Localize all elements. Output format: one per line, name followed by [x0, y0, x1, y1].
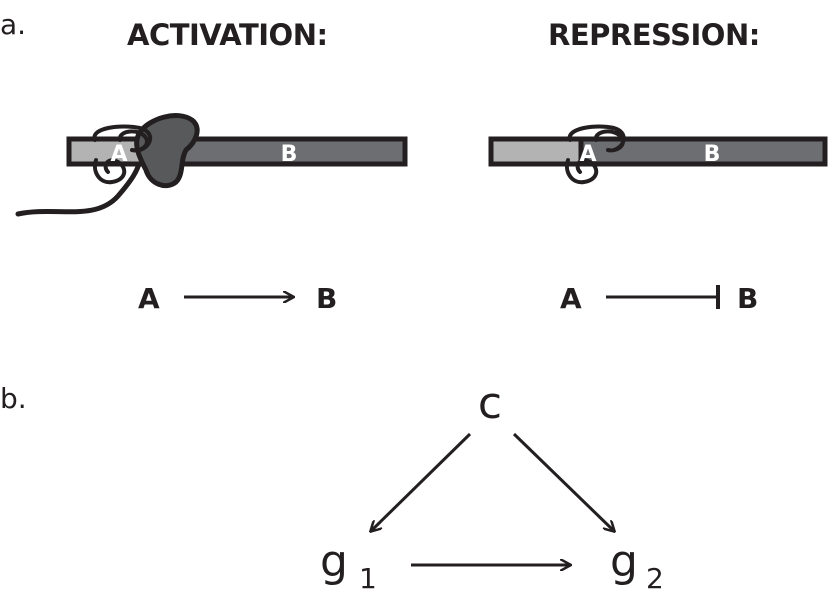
node-g2-base: g [610, 536, 638, 587]
repression-knot [565, 124, 626, 185]
activation-gene-a-label: A [110, 142, 127, 167]
panel-a-label: a. [0, 8, 26, 41]
dna-tail [15, 157, 143, 217]
repression-heading: REPRESSION: [548, 18, 760, 52]
activation-target-label: B [316, 282, 337, 315]
activation-source-label: A [138, 282, 160, 315]
repression-source-label: A [560, 282, 582, 315]
node-g1-sub: 1 [359, 562, 377, 595]
node-c: c [478, 378, 502, 429]
activator-protein [134, 113, 200, 188]
node-g2: g 2 [610, 536, 664, 595]
edge-c-to-g1 [371, 432, 472, 531]
edge-c-to-g2 [512, 432, 614, 531]
repression-gene-b-label: B [704, 142, 721, 167]
panel-b-label: b. [0, 382, 27, 415]
network-diagram: c g 1 g 2 [320, 378, 664, 595]
activation-relation: A B [138, 282, 337, 315]
activation-construct: A B [15, 113, 408, 217]
repression-gene-a-label: A [579, 142, 596, 167]
node-g1: g 1 [320, 536, 377, 595]
activation-gene-b-label: B [281, 142, 298, 167]
activation-knot [92, 124, 153, 185]
repression-relation: A B [560, 282, 758, 315]
repression-gene-b-block [578, 136, 828, 167]
activation-heading: ACTIVATION: [127, 18, 328, 52]
repression-target-label: B [737, 282, 758, 315]
repression-construct: A B [488, 124, 828, 185]
node-g2-sub: 2 [646, 562, 664, 595]
node-g1-base: g [320, 536, 348, 587]
